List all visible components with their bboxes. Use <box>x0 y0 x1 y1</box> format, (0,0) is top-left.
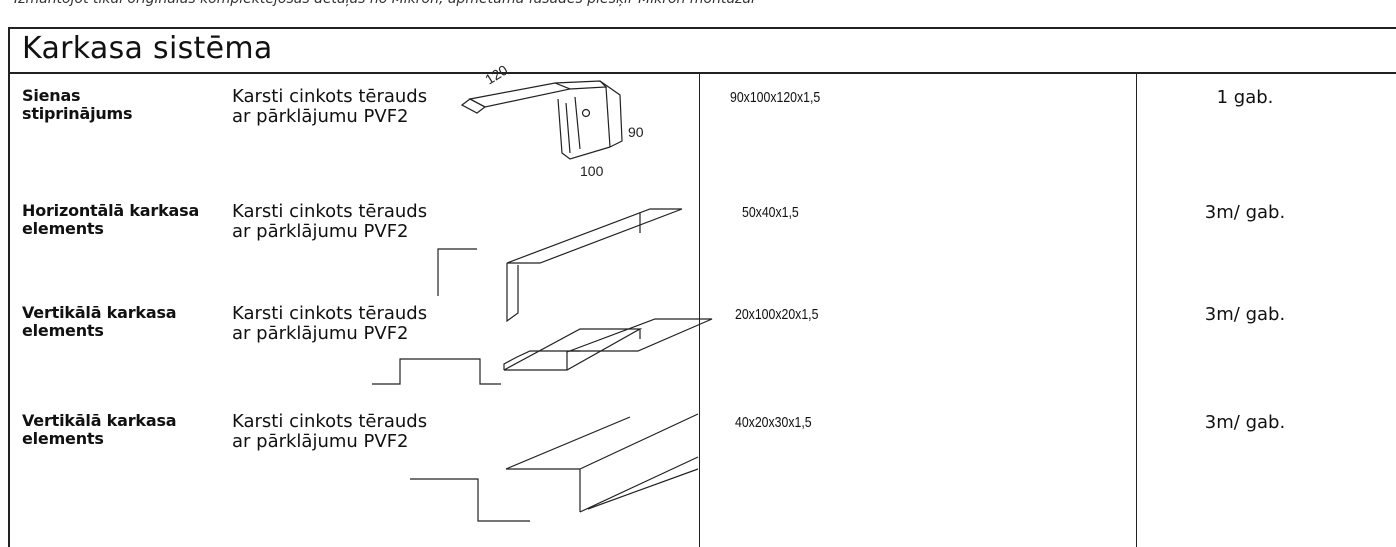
drawing-label: 100 <box>580 163 604 179</box>
product-table: Karkasa sistēma Sienas stiprinājums Kars… <box>8 27 1396 547</box>
item-name: Vertikālā karkasa elements <box>22 303 177 340</box>
drawing-label: 120 <box>482 61 510 87</box>
item-dimensions: 90x100x120x1,5 <box>730 89 821 106</box>
top-note: Izmantojot tikai oriģinālās komplektējoš… <box>14 0 1394 9</box>
item-material: Karsti cinkots tērauds ar pārklājumu PVF… <box>232 201 428 242</box>
item-quantity: 1 gab. <box>1216 87 1274 108</box>
horizontal-profile-drawing <box>437 208 683 323</box>
item-dimensions: 40x20x30x1,5 <box>735 414 812 431</box>
section-title: Karkasa sistēma <box>22 31 273 66</box>
item-dimensions: 50x40x1,5 <box>742 204 799 221</box>
vertical-profile-z-drawing <box>410 413 699 522</box>
item-quantity: 3m/ gab. <box>1204 412 1286 433</box>
item-quantity: 3m/ gab. <box>1204 202 1286 223</box>
item-quantity: 3m/ gab. <box>1204 304 1286 325</box>
profile-drawings: 120 90 100 <box>372 61 713 522</box>
item-name: Sienas stiprinājums <box>22 86 133 123</box>
item-name: Vertikālā karkasa elements <box>22 411 177 448</box>
vertical-profile-hat-drawing <box>372 318 713 385</box>
section-header: Karkasa sistēma <box>10 29 1396 74</box>
item-name: Horizontālā karkasa elements <box>22 201 200 238</box>
drawing-label: 90 <box>628 124 644 140</box>
item-material: Karsti cinkots tērauds ar pārklājumu PVF… <box>232 411 428 452</box>
column-divider-dimensions <box>1136 74 1137 547</box>
wall-bracket-drawing: 120 90 100 <box>460 61 644 179</box>
column-divider-drawing <box>699 74 700 547</box>
item-dimensions: 20x100x20x1,5 <box>735 306 819 323</box>
item-material: Karsti cinkots tērauds ar pārklājumu PVF… <box>232 86 428 127</box>
item-material: Karsti cinkots tērauds ar pārklājumu PVF… <box>232 303 428 344</box>
